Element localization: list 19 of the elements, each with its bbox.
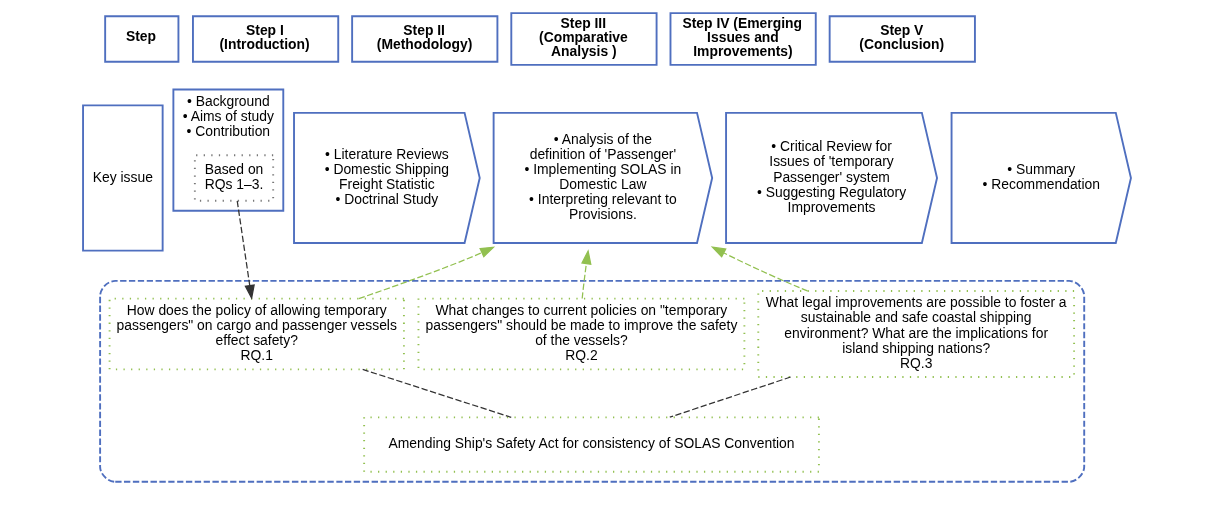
node-box: Key issue bbox=[82, 104, 164, 252]
node-box: Step IV (Emerging Issues and Improvements) bbox=[669, 12, 817, 66]
arrow bbox=[236, 200, 255, 301]
arrow bbox=[358, 246, 496, 300]
node-box: What legal improvements are possible to foster a sustainable and safe coastal shipping environment? What are the implications for island shipping nations? RQ.3 bbox=[757, 290, 1076, 378]
node-box: Step III (Comparative Analysis ) bbox=[510, 12, 658, 66]
node-box: Step V (Conclusion) bbox=[828, 15, 976, 63]
node-box: What changes to current policies on "temporary passengers" should be made to improve the safety of the vessels? RQ.2 bbox=[417, 297, 746, 371]
cluster bbox=[99, 279, 1086, 483]
node-box: Amending Ship's Safety Act for consistency of SOLAS Convention bbox=[363, 416, 820, 473]
arrow bbox=[710, 246, 809, 292]
node-box: How does the policy of allowing temporary passengers" on cargo and passenger vessels effect safety? RQ.1 bbox=[108, 297, 405, 371]
connector bbox=[362, 368, 512, 418]
node-box: Step bbox=[104, 15, 180, 63]
arrow bbox=[581, 249, 592, 300]
node-box: Step I (Introduction) bbox=[192, 15, 340, 63]
node-box: Based on RQs 1–3. bbox=[193, 154, 275, 202]
connector bbox=[669, 376, 792, 418]
node-box: Step II (Methodology) bbox=[351, 15, 499, 63]
